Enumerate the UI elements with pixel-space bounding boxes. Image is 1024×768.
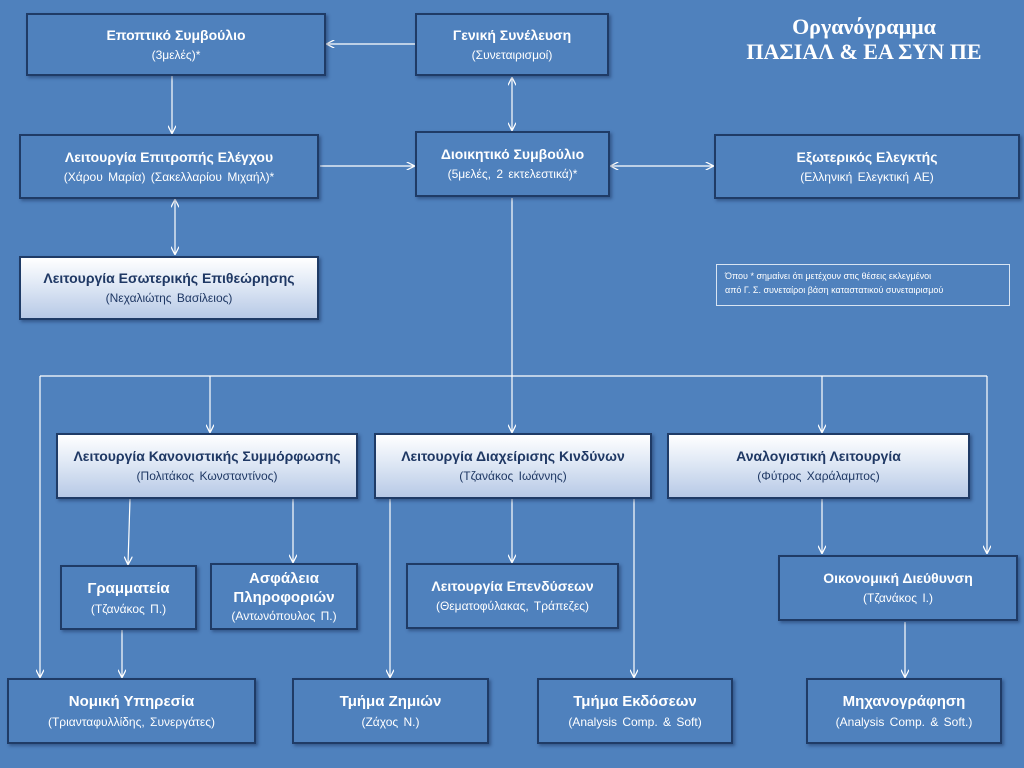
box-title: Τμήμα Εκδόσεων: [573, 693, 697, 710]
chart-title-line1: Οργανόγραμμα: [792, 14, 936, 39]
box-subtitle: (Τριανταφυλλίδης, Συνεργάτες): [47, 715, 216, 729]
box-audit-committee: Λειτουργία Επιτροπής Ελέγχου (Χάρου Μαρί…: [19, 134, 319, 199]
box-title: Εποπτικό Συμβούλιο: [106, 26, 246, 43]
box-board-of-directors: Διοικητικό Συμβούλιο (5μελές, 2 εκτελεστ…: [415, 131, 610, 197]
box-subtitle: (Αντωνόπουλος Π.): [231, 609, 337, 623]
box-subtitle: (Analysis Comp. & Soft): [568, 715, 702, 729]
box-title: Λειτουργία Εσωτερικής Επιθεώρησης: [43, 270, 295, 286]
box-title: Διοικητικό Συμβούλιο: [440, 146, 585, 162]
box-claims: Τμήμα Ζημιών (Ζάχος Ν.): [292, 678, 489, 744]
box-title: Οικονομική Διεύθυνση: [823, 570, 973, 586]
footnote-line1: Όπου * σημαίνει ότι μετέχουν στις θέσεις…: [725, 271, 932, 281]
box-investments: Λειτουργία Επενδύσεων (Θεματοφύλακας, Τρ…: [406, 563, 619, 629]
box-subtitle: (Ζάχος Ν.): [361, 715, 420, 729]
box-internal-audit: Λειτουργία Εσωτερικής Επιθεώρησης (Νεχαλ…: [19, 256, 319, 320]
box-title: Γραμματεία: [87, 579, 170, 597]
box-risk-management: Λειτουργία Διαχείρισης Κινδύνων (Τζανάκο…: [374, 433, 652, 499]
box-subtitle: (Τζανάκος Ι.): [863, 591, 933, 605]
box-subtitle: (5μελές, 2 εκτελεστικά)*: [447, 167, 578, 181]
box-subtitle: (Νεχαλιώτης Βασίλειος): [105, 291, 233, 305]
box-issuance: Τμήμα Εκδόσεων (Analysis Comp. & Soft): [537, 678, 733, 744]
box-subtitle: (3μελές)*: [151, 47, 201, 62]
box-legal: Νομική Υπηρεσία (Τριανταφυλλίδης, Συνεργ…: [7, 678, 256, 744]
box-financial-dept: Οικονομική Διεύθυνση (Τζανάκος Ι.): [778, 555, 1018, 621]
box-secretariat: Γραμματεία (Τζανάκος Π.): [60, 565, 197, 630]
box-title-line2: Πληροφοριών: [233, 589, 335, 606]
box-title: Λειτουργία Διαχείρισης Κινδύνων: [401, 448, 625, 464]
box-title: Γενική Συνέλευση: [452, 26, 572, 43]
box-subtitle: (Χάρου Μαρία) (Σακελλαρίου Μιχαήλ)*: [63, 169, 275, 184]
box-subtitle: (Τζανάκος Π.): [90, 601, 167, 616]
box-subtitle: (Analysis Comp. & Soft.): [835, 715, 973, 729]
box-supervisory-board: Εποπτικό Συμβούλιο (3μελές)*: [26, 13, 326, 76]
box-title: Λειτουργία Κανονιστικής Συμμόρφωσης: [73, 448, 341, 464]
box-title: Μηχανογράφηση: [842, 693, 966, 710]
box-title: Λειτουργία Επενδύσεων: [431, 578, 594, 594]
box-title: Λειτουργία Επιτροπής Ελέγχου: [64, 148, 274, 165]
box-subtitle: (Συνεταιρισμοί): [471, 47, 553, 62]
footnote-line2: από Γ. Σ. συνεταίροι βάση καταστατικού σ…: [725, 285, 944, 295]
box-subtitle: (Πολιτάκος Κωνσταντίνος): [136, 469, 278, 483]
box-external-auditor: Εξωτερικός Ελεγκτής (Ελληνική Ελεγκτική …: [714, 134, 1020, 199]
box-it: Μηχανογράφηση (Analysis Comp. & Soft.): [806, 678, 1002, 744]
footnote-box: Όπου * σημαίνει ότι μετέχουν στις θέσεις…: [716, 264, 1010, 306]
box-compliance: Λειτουργία Κανονιστικής Συμμόρφωσης (Πολ…: [56, 433, 358, 499]
box-subtitle: (Φύτρος Χαράλαμπος): [757, 469, 880, 483]
arrow-compliance-to-secretariat: [128, 498, 130, 564]
box-title: Τμήμα Ζημιών: [339, 693, 442, 710]
box-subtitle: (Θεματοφύλακας, Τράπεζες): [435, 599, 590, 613]
box-subtitle: (Τζανάκος Ιωάννης): [459, 469, 567, 483]
box-title-line1: Ασφάλεια: [249, 570, 319, 587]
box-info-security: Ασφάλεια Πληροφοριών (Αντωνόπουλος Π.): [210, 563, 358, 630]
box-actuarial: Αναλογιστική Λειτουργία (Φύτρος Χαράλαμπ…: [667, 433, 970, 499]
box-title: Νομική Υπηρεσία: [68, 693, 195, 710]
chart-title-line2: ΠΑΣΙΑΛ & ΕΑ ΣΥΝ ΠΕ: [746, 39, 982, 64]
box-title: Αναλογιστική Λειτουργία: [736, 448, 901, 464]
box-subtitle: (Ελληνική Ελεγκτική ΑΕ): [800, 169, 934, 184]
box-general-assembly: Γενική Συνέλευση (Συνεταιρισμοί): [415, 13, 609, 76]
chart-title: Οργανόγραμμα ΠΑΣΙΑΛ & ΕΑ ΣΥΝ ΠΕ: [728, 14, 1000, 64]
box-title: Εξωτερικός Ελεγκτής: [796, 148, 938, 165]
